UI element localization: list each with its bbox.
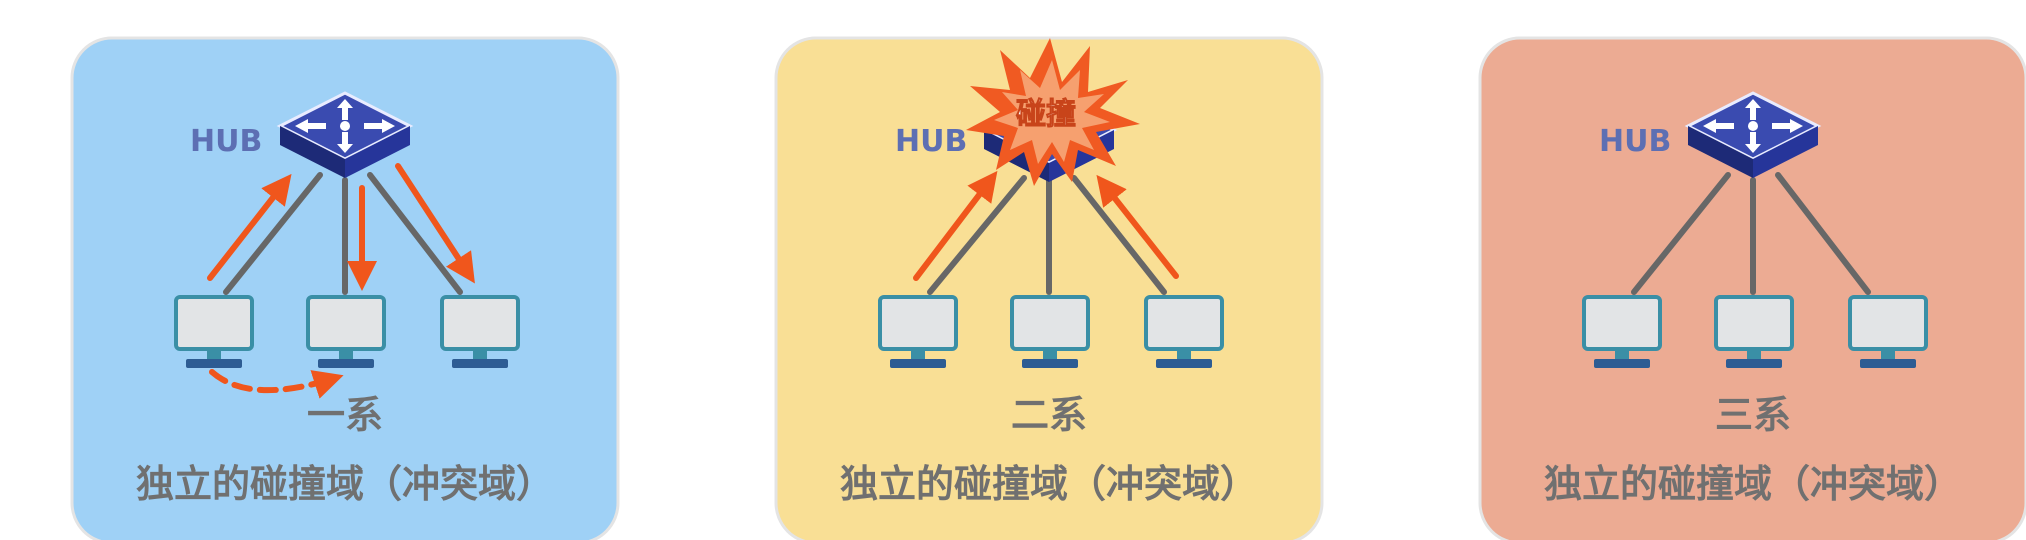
burst-label: 碰撞 — [1016, 97, 1076, 132]
panel-caption: 二系 — [1011, 393, 1087, 437]
panel-footer: 独立的碰撞域（冲突域） — [840, 462, 1258, 506]
panel-1: HUB 一系 独立的碰撞域（冲突域） — [70, 36, 620, 540]
panel-1-arrows — [207, 163, 475, 399]
arrow-down-right — [395, 163, 475, 284]
panel-footer: 独立的碰撞域（冲突域） — [136, 462, 554, 506]
panel-1-wires — [223, 172, 463, 295]
panel-3-wires — [1631, 172, 1871, 295]
arrow-up-left — [913, 170, 998, 281]
panel-3: HUB 三系 独立的碰撞域（冲突域） — [1478, 36, 2026, 540]
panel-2-arrows — [913, 170, 1179, 281]
panel-footer: 独立的碰撞域（冲突域） — [1544, 462, 1962, 506]
panel-caption: 一系 — [307, 393, 383, 437]
hub-label: HUB — [190, 124, 262, 159]
panel-2: 碰撞 HUB 二系 独立的碰撞域（冲突域） — [774, 36, 1324, 540]
arrow-up-right — [1096, 174, 1179, 279]
panel-2-wires — [927, 175, 1167, 295]
dashed-arrow-curve — [209, 369, 344, 399]
burst-inner — [994, 60, 1110, 164]
panel-caption: 三系 — [1715, 393, 1791, 437]
hub-label: HUB — [1599, 124, 1671, 159]
hub-label: HUB — [895, 124, 967, 159]
collision-burst: 碰撞 — [966, 38, 1140, 186]
arrow-up-left — [207, 173, 292, 281]
